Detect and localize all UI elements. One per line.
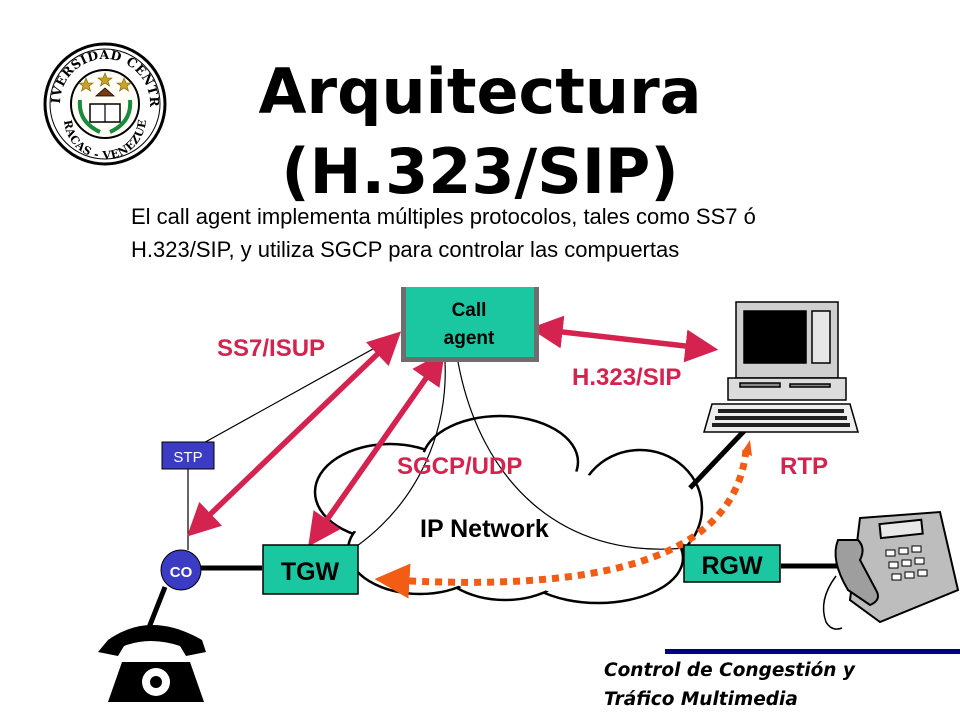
sgcp-udp-label: SGCP/UDP: [397, 453, 522, 480]
co-node: CO: [160, 549, 202, 591]
page-title: Arquitectura (H.323/SIP): [160, 52, 800, 212]
footer-rule: [665, 649, 960, 654]
slide-description: El call agent implementa múltiples proto…: [131, 204, 756, 262]
ss7-isup-label: SS7/ISUP: [217, 335, 325, 362]
title-line-1: Arquitectura: [258, 55, 702, 128]
ip-network-label: IP Network: [420, 515, 549, 543]
protocol-arrows: [186, 315, 719, 547]
h323-sip-label: H.323/SIP: [572, 364, 681, 391]
call-agent-label-1: Call: [452, 300, 487, 321]
footer: Control de Congestión y Tráfico Multimed…: [604, 656, 954, 714]
title-line-2: (H.323/SIP): [281, 135, 679, 208]
tgw-node: TGW: [262, 544, 359, 595]
ip-network-cloud: [313, 414, 704, 605]
rtp-arrow: [374, 449, 750, 599]
call-agent-label-2: agent: [444, 328, 495, 349]
co-label: CO: [170, 564, 193, 581]
desktop-computer-icon: [703, 301, 859, 433]
tgw-label: TGW: [281, 558, 340, 586]
stp-label: STP: [173, 449, 202, 466]
h323-sip-arrow: [529, 315, 719, 363]
rotary-phone-icon: [98, 625, 206, 702]
university-seal: UNIVERSIDAD CENTRAL CARACAS - VENEZUELA: [0, 0, 167, 166]
office-phone-icon: [822, 510, 960, 630]
call-agent-node: Call agent: [401, 287, 539, 362]
media-lines: [145, 428, 840, 631]
rgw-label: RGW: [701, 552, 763, 580]
rgw-node: RGW: [683, 544, 781, 583]
rtp-label: RTP: [780, 453, 828, 480]
sgcp-udp-arrow: [308, 351, 445, 547]
footer-line-2: Tráfico Multimedia: [604, 689, 798, 710]
footer-line-1: Control de Congestión y: [604, 660, 855, 681]
stp-node: STP: [161, 441, 215, 470]
